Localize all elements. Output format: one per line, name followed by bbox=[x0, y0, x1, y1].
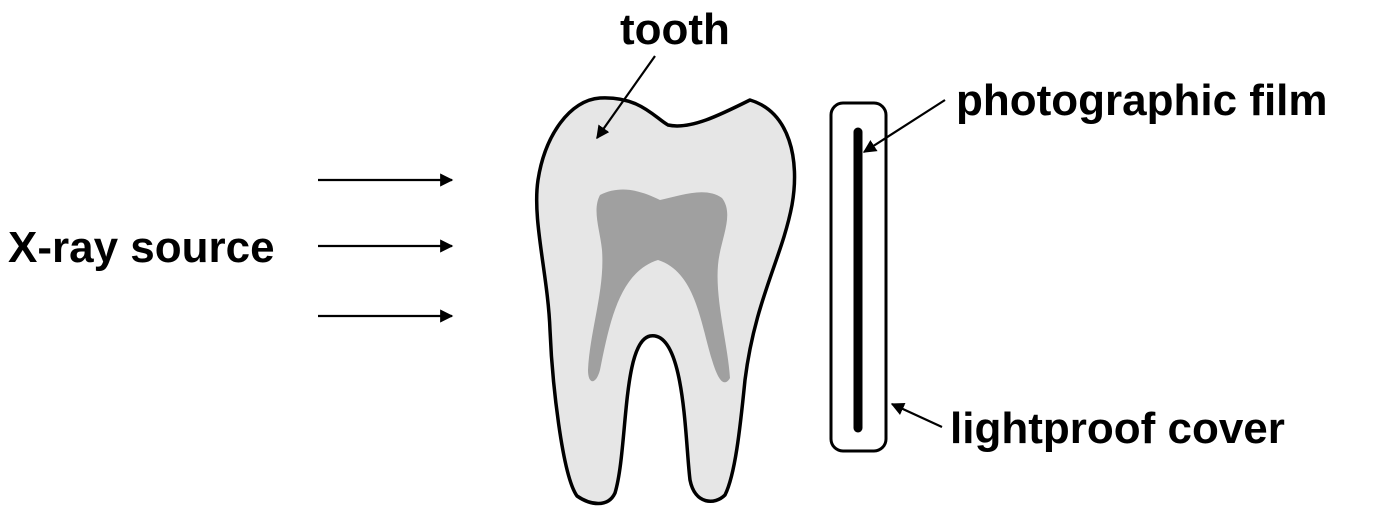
xray-source-label: X-ray source bbox=[8, 223, 275, 272]
xray-arrows bbox=[318, 180, 452, 316]
lightproof-cover-pointer-arrow-icon bbox=[892, 404, 942, 427]
tooth-outline bbox=[537, 98, 795, 504]
photographic-film-label: photographic film bbox=[956, 76, 1328, 125]
lightproof-cover-label: lightproof cover bbox=[950, 404, 1285, 453]
tooth-label: tooth bbox=[620, 5, 730, 54]
tooth-icon bbox=[537, 98, 795, 504]
